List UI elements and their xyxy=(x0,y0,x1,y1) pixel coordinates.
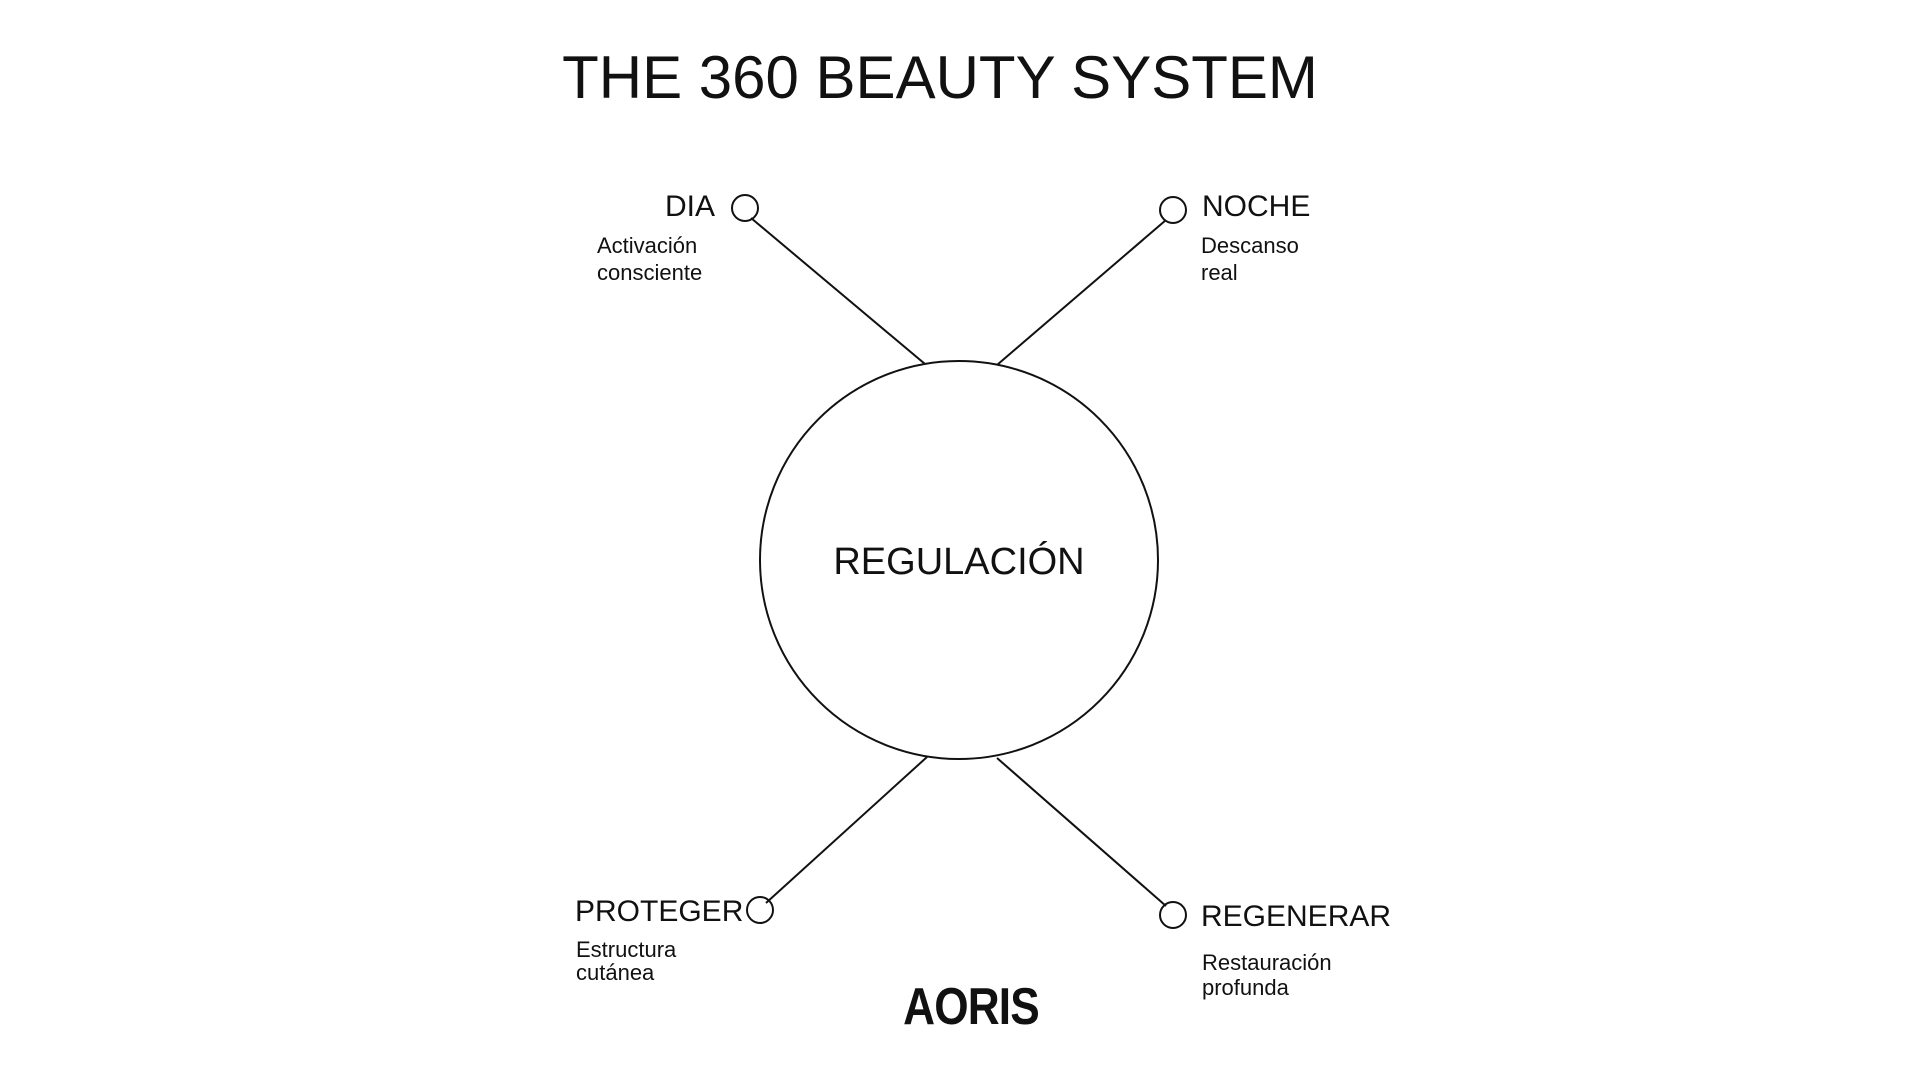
node-desc: Descanso xyxy=(1201,233,1299,258)
diagram-title: THE 360 BEAUTY SYSTEM xyxy=(562,44,1318,111)
node-regenerar: REGENERAR Restauración profunda xyxy=(1159,900,1391,1000)
node-label: NOCHE xyxy=(1202,190,1310,223)
node-desc: profunda xyxy=(1202,975,1290,1000)
node-dia: DIA Activación consciente xyxy=(597,190,759,285)
center-label: REGULACIÓN xyxy=(833,540,1084,583)
node-label: DIA xyxy=(665,190,715,223)
node-label: PROTEGER xyxy=(575,895,743,928)
node-desc: consciente xyxy=(597,260,702,285)
node-desc: Activación xyxy=(597,233,697,258)
center-circle xyxy=(759,360,1159,760)
connector-proteger xyxy=(765,756,928,904)
node-desc: Estructura xyxy=(576,937,677,962)
node-desc: real xyxy=(1201,260,1238,285)
node-dot xyxy=(731,194,759,222)
node-noche: NOCHE Descanso real xyxy=(1159,190,1310,285)
brand-logo: AORIS xyxy=(903,978,1039,1036)
node-dot xyxy=(746,896,774,924)
node-dot xyxy=(1159,196,1187,224)
node-dot xyxy=(1159,901,1187,929)
connector-regenerar xyxy=(996,757,1167,907)
node-label: REGENERAR xyxy=(1201,900,1391,933)
connector-noche xyxy=(996,219,1167,366)
node-desc: Restauración xyxy=(1202,950,1332,975)
connector-dia xyxy=(750,217,926,365)
node-desc: cutánea xyxy=(576,960,655,985)
node-proteger: PROTEGER Estructura cutánea xyxy=(575,895,774,985)
